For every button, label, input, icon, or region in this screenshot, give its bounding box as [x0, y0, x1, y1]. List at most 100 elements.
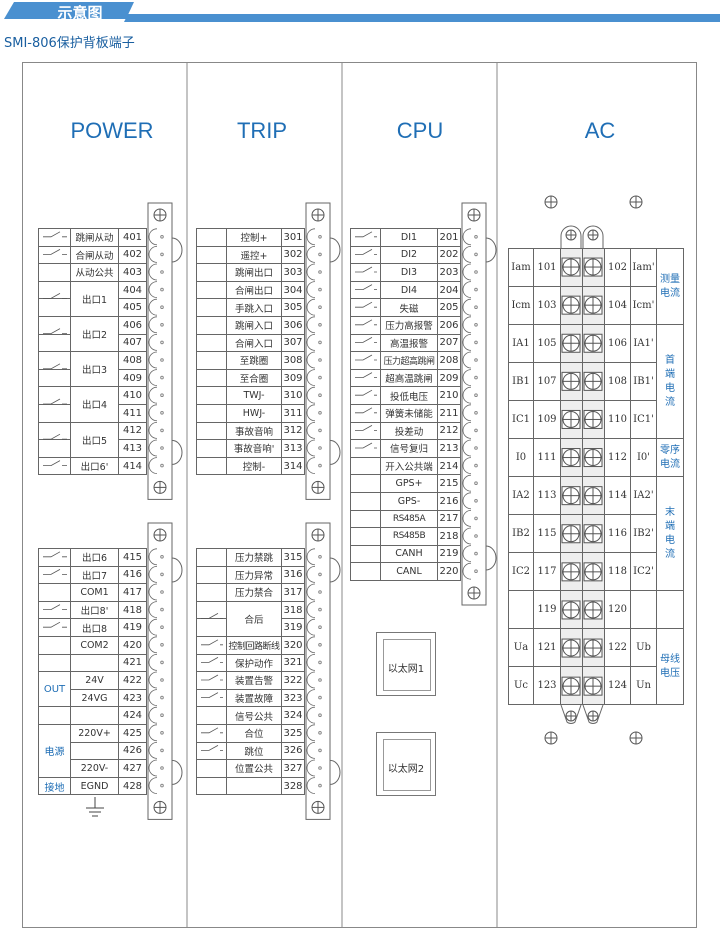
terminal-label: 合闸从动	[70, 245, 119, 265]
ac-signal-label: IC1'	[630, 400, 657, 439]
ac-terminal-number: 121	[533, 628, 561, 667]
contact-cell	[38, 583, 71, 602]
terminal-number: 322	[281, 671, 305, 690]
contact-cell	[350, 333, 381, 353]
ac-signal-label: I0'	[630, 438, 657, 477]
contact-cell	[196, 298, 227, 317]
terminal-number: 204	[437, 280, 461, 300]
ethernet-label: 以太网1	[387, 664, 425, 675]
terminal-number: 207	[437, 333, 461, 353]
terminal-row: TWJ-310	[196, 386, 305, 405]
terminal-label: 跳闸从动	[70, 228, 119, 247]
document-title: SMI-806保护背板端子	[4, 36, 135, 51]
contact-cell	[38, 565, 71, 585]
terminal-label: 220V+	[70, 723, 119, 743]
ac-signal-label: Iam	[508, 248, 534, 287]
terminal-number: 314	[281, 456, 305, 476]
terminal-number: 305	[281, 298, 305, 317]
ac-terminal-number: 119	[533, 590, 561, 629]
terminal-label: 出口5	[70, 421, 119, 458]
terminal-label: 超高温跳闸	[380, 368, 438, 388]
terminal-number: 405	[118, 298, 147, 317]
contact-cell	[196, 228, 227, 247]
terminal-label: DI1	[380, 228, 438, 247]
terminal-label: 控制回路断线	[226, 635, 282, 655]
terminal-number: 416	[118, 565, 147, 585]
terminal-number: 309	[281, 368, 305, 388]
terminal-number: 326	[281, 741, 305, 761]
screw-terminal	[582, 362, 605, 401]
ac-signal-label	[630, 590, 657, 629]
terminal-label: 至合圈	[226, 368, 282, 388]
ac-terminal-number: 107	[533, 362, 561, 401]
terminal-label: 220V-	[70, 759, 119, 778]
terminal-label: 开入公共端	[380, 456, 438, 476]
terminal-label: 合后	[226, 600, 282, 637]
contact-cell	[38, 421, 71, 441]
terminal-number: 203	[437, 263, 461, 282]
terminal-label: 压力超高跳闸	[380, 351, 438, 370]
contact-cell	[196, 245, 227, 265]
terminal-number: 403	[118, 263, 147, 282]
ac-group-label: 测量电流	[656, 248, 684, 325]
contact-cell	[196, 263, 227, 282]
group-label: OUT	[38, 671, 71, 708]
section-title-ac: AC	[584, 118, 616, 143]
terminal-number: 414	[118, 456, 147, 476]
ac-group-label: 首端电流	[656, 324, 684, 439]
contact-cell	[196, 653, 227, 673]
contact-cell	[196, 688, 227, 708]
contact-cell	[350, 474, 381, 493]
contact-cell	[196, 741, 227, 761]
contact-cell	[38, 315, 71, 335]
ac-terminal-number: 124	[604, 666, 631, 705]
terminal-number: 325	[281, 723, 305, 743]
terminal-row: 413	[38, 439, 147, 458]
contact-cell	[38, 653, 71, 673]
ac-signal-label: I0	[508, 438, 534, 477]
terminal-number: 418	[118, 600, 147, 620]
terminal-label: TWJ-	[226, 386, 282, 405]
ac-terminal-number: 108	[604, 362, 631, 401]
contact-cell	[38, 333, 71, 353]
terminal-label: 装置故障	[226, 688, 282, 708]
section-title-trip: TRIP	[236, 118, 288, 143]
contact-cell	[350, 562, 381, 581]
terminal-label: HWJ-	[226, 403, 282, 423]
terminal-label: 出口6	[70, 548, 119, 567]
terminal-number: 420	[118, 635, 147, 655]
contact-cell	[350, 351, 381, 370]
ac-signal-label: Icm	[508, 286, 534, 325]
group-label: 电源	[38, 723, 71, 778]
screw-terminal	[560, 248, 583, 287]
terminal-number: 409	[118, 368, 147, 388]
terminal-row: 出口8'418	[38, 600, 147, 620]
terminal-number: 323	[281, 688, 305, 708]
contact-cell	[38, 403, 71, 423]
terminal-label: 出口2	[70, 315, 119, 353]
group-label: 接地	[38, 776, 71, 796]
contact-cell	[350, 386, 381, 405]
contact-cell	[196, 723, 227, 743]
terminal-label: 事故音响	[226, 421, 282, 441]
ac-signal-label: IA2'	[630, 476, 657, 515]
contact-cell	[38, 439, 71, 458]
